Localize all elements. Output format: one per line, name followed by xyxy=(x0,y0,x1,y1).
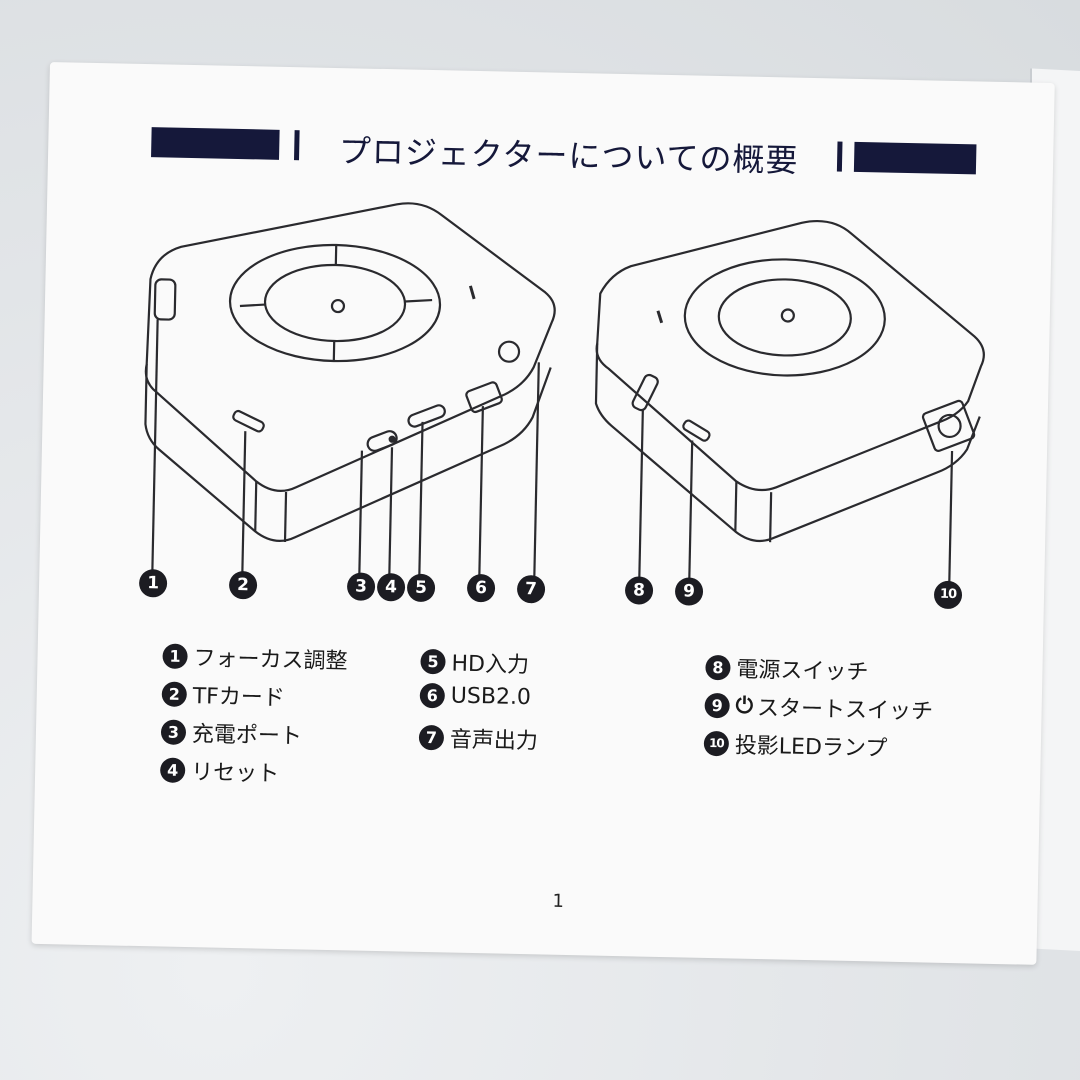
legend-label: HD入力 xyxy=(451,651,530,679)
legend-item-tf-card: 2 TFカード xyxy=(161,677,285,712)
manual-page: プロジェクターについての概要 xyxy=(31,62,1055,965)
legend-label: フォーカス調整 xyxy=(193,646,348,675)
legend-label: スタートスイッチ xyxy=(756,695,934,725)
legend-number: 4 xyxy=(159,756,186,783)
power-icon: ⏻ xyxy=(735,693,754,719)
legend-number: 1 xyxy=(162,642,188,669)
legend-item-led-lamp: 10 投影LEDランプ xyxy=(703,727,888,763)
legend-label: 電源スイッチ xyxy=(736,657,869,686)
legend-number: 10 xyxy=(703,730,730,756)
legend-label: リセット xyxy=(190,760,280,787)
header-tick-right xyxy=(836,141,843,172)
legend-label: TFカード xyxy=(192,684,286,712)
header-bar-left xyxy=(151,127,280,160)
legend-number: 2 xyxy=(161,680,188,707)
legend-number: 7 xyxy=(418,724,445,750)
legend-number: 9 xyxy=(704,692,730,718)
legend-number: 5 xyxy=(420,648,446,674)
page-title: プロジェクターについての概要 xyxy=(338,132,799,180)
legend-item-focus: 1 フォーカス調整 xyxy=(162,639,348,675)
legend-label: 充電ポート xyxy=(191,722,303,750)
header-tick-left xyxy=(293,130,300,161)
page-number: 1 xyxy=(552,890,565,912)
legend-number: 3 xyxy=(160,718,187,745)
projector-front-view xyxy=(144,202,556,598)
projector-diagram xyxy=(144,202,985,606)
legend-label: USB2.0 xyxy=(450,683,532,711)
legend-item-reset: 4 リセット xyxy=(159,753,280,787)
legend-item-audio-out: 7 音声出力 xyxy=(418,721,539,755)
legend-item-usb: 6 USB2.0 xyxy=(419,682,532,711)
section-header: プロジェクターについての概要 xyxy=(151,124,977,181)
legend-number: 6 xyxy=(419,682,446,709)
legend-label: 音声出力 xyxy=(449,727,539,755)
legend-item-hd-input: 5 HD入力 xyxy=(420,645,529,679)
legend-label: 投影LEDランプ xyxy=(734,733,888,762)
legend-item-charge-port: 3 充電ポート xyxy=(160,715,303,750)
legend-number: 8 xyxy=(705,654,731,680)
projector-back-view xyxy=(594,219,985,606)
legend-item-power-switch: 8 電源スイッチ xyxy=(705,651,869,686)
legend-item-start-switch: 9 ⏻ スタートスイッチ xyxy=(704,689,933,726)
header-bar-right xyxy=(853,141,977,175)
